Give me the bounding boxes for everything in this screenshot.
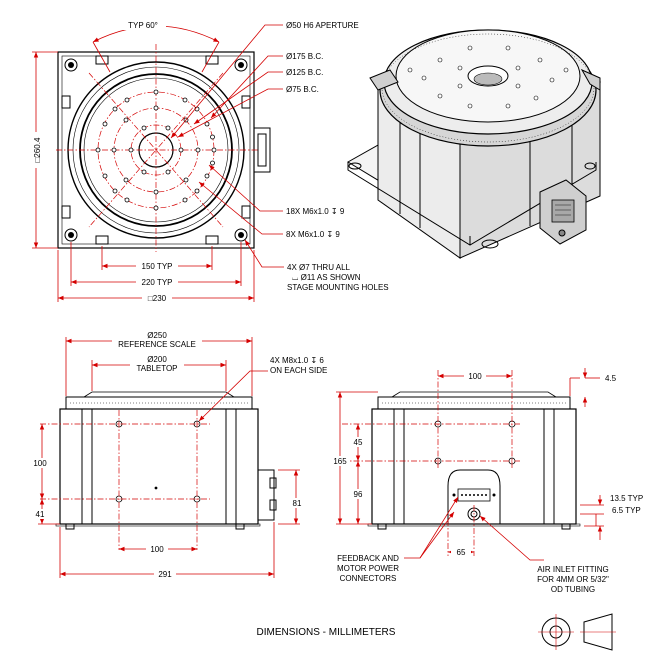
feedback-label-2: MOTOR POWER — [337, 564, 399, 573]
feedback-label-1: FEEDBACK AND — [337, 554, 399, 563]
front-view-body — [59, 408, 259, 525]
typ-angle-label: TYP 60° — [128, 21, 158, 30]
mount-label-2: ⌴ Ø11 AS SHOWN — [292, 273, 361, 282]
tabletop-label: TABLETOP — [136, 364, 177, 373]
top-view — [32, 24, 284, 302]
front-dim-41: 41 — [36, 510, 45, 519]
holes-18x-label: 18X M6x1.0 ↧ 9 — [286, 207, 345, 216]
connector-plate — [447, 469, 501, 524]
side-dim-6-5: 6.5 TYP — [612, 506, 641, 515]
mounting-holes — [64, 58, 248, 242]
air-inlet-label-3: OD TUBING — [551, 585, 595, 594]
side-holes-label-2: ON EACH SIDE — [270, 366, 327, 375]
dimensions-caption: DIMENSIONS - MILLIMETERS — [257, 627, 396, 638]
side-holes-label-1: 4X M8x1.0 ↧ 6 — [270, 356, 324, 365]
front-dim-291: 291 — [158, 570, 172, 579]
front-dim-100-h: 100 — [150, 545, 164, 554]
dim-230-label: □230 — [148, 294, 167, 303]
side-dim-4-5: 4.5 — [605, 374, 617, 383]
side-dim-65: 65 — [457, 548, 466, 557]
air-inlet-label-2: FOR 4MM OR 5/32" — [537, 575, 609, 584]
side-dim-45: 45 — [354, 438, 363, 447]
ref-scale-dia: Ø250 — [147, 331, 167, 340]
mount-label-1: 4X Ø7 THRU ALL — [287, 263, 351, 272]
front-dim-100-v: 100 — [33, 459, 47, 468]
front-dim-81: 81 — [293, 499, 302, 508]
mount-label-3: STAGE MOUNTING HOLES — [287, 283, 389, 292]
feedback-label-3: CONNECTORS — [340, 574, 397, 583]
side-dim-13-5: 13.5 TYP — [610, 494, 643, 503]
dim-220-label: 220 TYP — [142, 278, 173, 287]
ref-scale-label: REFERENCE SCALE — [118, 340, 196, 349]
bc175-label: Ø175 B.C. — [286, 52, 323, 61]
side-view — [336, 368, 604, 561]
bolt-holes — [95, 89, 217, 211]
bc75-label: Ø75 B.C. — [286, 85, 319, 94]
aperture-label: Ø50 H6 APERTURE — [286, 21, 359, 30]
projection-symbol — [538, 613, 616, 651]
bc125-label: Ø125 B.C. — [286, 68, 323, 77]
isometric-view — [347, 29, 602, 259]
holes-8x-label: 8X M6x1.0 ↧ 9 — [286, 230, 340, 239]
height-dim-label: □260.4 — [33, 137, 42, 162]
side-dim-100: 100 — [468, 372, 482, 381]
front-view — [38, 337, 300, 578]
side-dim-165: 165 — [333, 457, 347, 466]
air-inlet-label-1: AIR INLET FITTING — [537, 565, 608, 574]
tabletop-dia: Ø200 — [147, 355, 167, 364]
dim-150-label: 150 TYP — [142, 262, 173, 271]
side-dim-96: 96 — [354, 490, 363, 499]
